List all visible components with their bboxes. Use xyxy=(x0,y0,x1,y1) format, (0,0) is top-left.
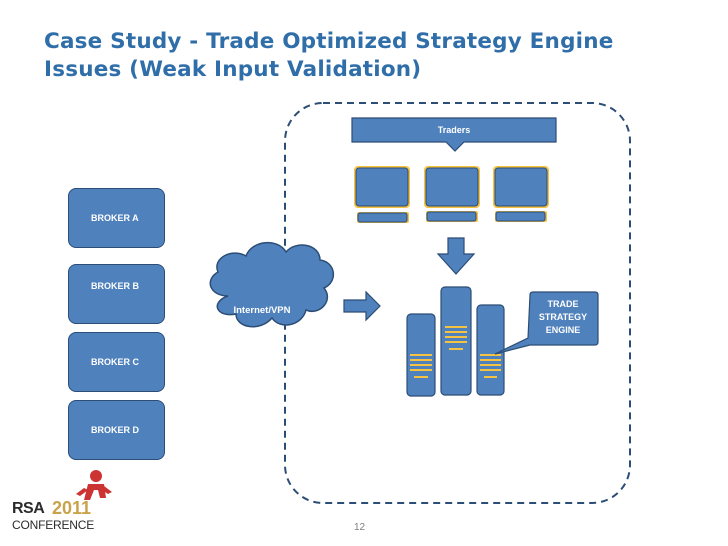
trader-workstation-2 xyxy=(424,166,480,222)
broker-c: BROKER C xyxy=(68,332,165,392)
page-number: 12 xyxy=(354,522,366,533)
logo-event: CONFERENCE xyxy=(12,518,95,532)
internet-vpn-label: Internet/VPN xyxy=(233,305,291,316)
engine-label-line-1: TRADE xyxy=(547,299,579,309)
engine-label-line-3: ENGINE xyxy=(545,325,581,335)
server-center xyxy=(440,286,472,396)
arrow-right-icon xyxy=(343,290,381,322)
traders-callout xyxy=(351,117,557,152)
broker-c-label: BROKER C xyxy=(91,357,140,367)
broker-d-label: BROKER D xyxy=(91,425,140,435)
broker-d: BROKER D xyxy=(68,400,165,460)
traders-label: Traders xyxy=(437,125,471,135)
trader-workstation-1 xyxy=(354,166,410,223)
broker-b: BROKER B xyxy=(68,264,165,324)
arrow-down-icon xyxy=(436,237,476,275)
server-right xyxy=(476,304,505,396)
internet-cloud-icon xyxy=(209,242,334,328)
slide-title-line-1: Case Study - Trade Optimized Strategy En… xyxy=(44,29,614,54)
broker-a: BROKER A xyxy=(68,188,165,248)
rsa-mascot-icon xyxy=(76,470,112,500)
engine-label: TRADE STRATEGY ENGINE xyxy=(530,298,596,337)
engine-callout xyxy=(494,291,599,355)
slide-title-line-2: Issues (Weak Input Validation) xyxy=(44,57,422,82)
engine-label-line-2: STRATEGY xyxy=(538,312,588,322)
slide-title: Case Study - Trade Optimized Strategy En… xyxy=(44,28,614,84)
logo-year: 2011 xyxy=(52,498,92,518)
trader-workstation-3 xyxy=(493,166,549,222)
broker-b-label: BROKER B xyxy=(91,281,140,291)
server-left xyxy=(406,313,436,397)
broker-a-label: BROKER A xyxy=(91,213,139,223)
logo-brand: RSA xyxy=(12,500,45,517)
